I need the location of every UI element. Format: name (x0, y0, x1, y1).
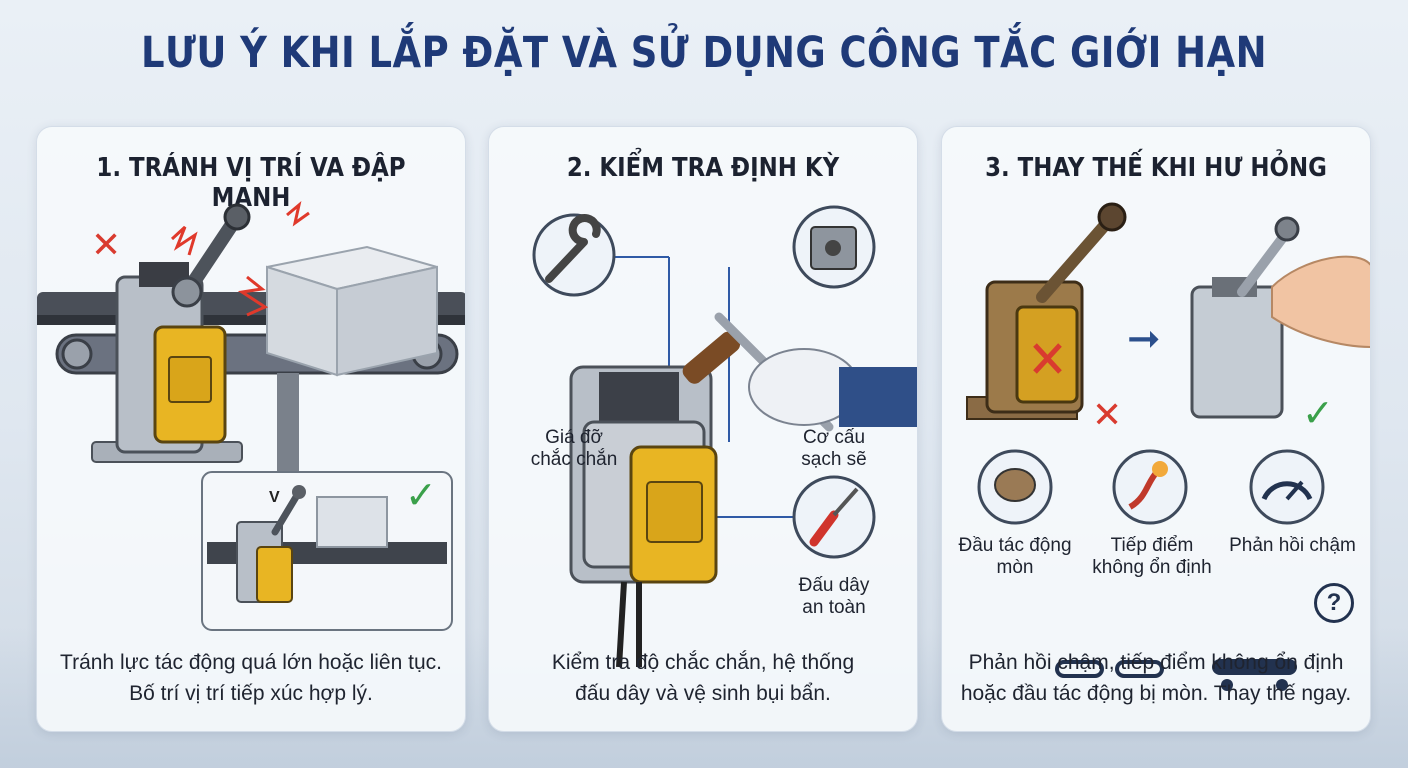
panel-replace-when-damaged: 3. THAY THẾ KHI HƯ HỎNG (941, 126, 1371, 732)
panel-caption: Kiểm tra độ chắc chắn, hệ thống đấu dây … (499, 647, 907, 709)
mechanism-label: Cơ cấu sạch sẽ (779, 427, 889, 471)
panel-avoid-impact: 1. TRÁNH VỊ TRÍ VA ĐẬP MẠNH (36, 126, 466, 732)
screwdriver-icon (792, 475, 876, 559)
correct-mark-icon: ✓ (405, 475, 437, 517)
inset-label: V (269, 489, 280, 506)
caption-line: hoặc đầu tác động bị mòn. Thay thế ngay. (960, 682, 1352, 705)
gloved-hand-with-tools (682, 312, 917, 432)
new-switch (1190, 216, 1370, 419)
spark-wire-icon (1112, 449, 1188, 525)
replace-arrow-icon: ➞ (1127, 317, 1161, 361)
limit-switch (569, 365, 718, 668)
panel-caption: Phản hồi chậm, tiếp điểm không ổn định h… (952, 647, 1360, 709)
panel-heading: 1. TRÁNH VỊ TRÍ VA ĐẬP MẠNH (96, 153, 406, 213)
cardboard-box (266, 245, 438, 377)
label-line: Cơ cấu (802, 427, 866, 448)
wrench-icon (532, 213, 616, 297)
caption-line: đấu dây và vệ sinh bụi bẩn. (575, 682, 831, 705)
slow-response-label: Phản hồi chậm (1229, 535, 1356, 556)
worn-roller-icon (977, 449, 1053, 525)
inspection-illustration (532, 205, 917, 668)
worn-actuator-label: Đầu tác động mòn (950, 535, 1080, 579)
label-line: Giá đỡ (545, 427, 603, 448)
caption-line: Kiểm tra độ chắc chắn, hệ thống (551, 651, 855, 674)
panel-heading: 2. KIỂM TRA ĐỊNH KỲ (566, 153, 840, 183)
label-line: Đấu dây (798, 575, 870, 596)
conveyor-alert-icon (1212, 659, 1297, 691)
unstable-contact-label: Tiếp điểm không ổn định (1082, 535, 1222, 579)
gauge-icon (1249, 449, 1325, 525)
question-icon: ? (1314, 583, 1354, 623)
panel-caption: Tránh lực tác động quá lớn hoặc liên tục… (47, 647, 455, 709)
label-line: mòn (996, 557, 1034, 578)
label-line: không ổn định (1092, 557, 1212, 578)
old-switch (966, 202, 1127, 420)
bracket-label: Giá đỡ chắc chắn (519, 427, 629, 471)
label-line: chắc chắn (530, 449, 618, 470)
label-line: Đầu tác động (958, 535, 1072, 556)
caption-line: Phản hồi chậm, tiếp điểm không ổn định (968, 651, 1344, 674)
panel-periodic-check: 2. KIỂM TRA ĐỊNH KỲ (488, 126, 918, 732)
impact-burst-icon (170, 201, 310, 317)
label-line: an toàn (802, 597, 866, 618)
wrong-mark-icon: ✕ (1092, 394, 1123, 435)
label-line: sạch sẽ (801, 449, 867, 470)
replacement-illustration (966, 202, 1370, 691)
caption-line: Bố trí vị trí tiếp xúc hợp lý. (129, 682, 373, 705)
panel-heading: 3. THAY THẾ KHI HƯ HỎNG (985, 153, 1327, 183)
clean-mechanism-icon (792, 205, 876, 289)
broken-link-icon (1055, 660, 1164, 678)
wrong-mark-icon: ✕ (91, 224, 122, 265)
correct-placement-inset (201, 471, 453, 631)
impact-illustration (37, 201, 465, 631)
wiring-label: Đấu dây an toàn (779, 575, 889, 619)
label-line: Tiếp điểm (1110, 535, 1194, 556)
caption-line: Tránh lực tác động quá lớn hoặc liên tục… (60, 651, 442, 674)
correct-mark-icon: ✓ (1302, 393, 1334, 435)
page-title: LƯU Ý KHI LẮP ĐẶT VÀ SỬ DỤNG CÔNG TẮC GI… (140, 28, 1267, 78)
limit-switch (91, 203, 251, 463)
